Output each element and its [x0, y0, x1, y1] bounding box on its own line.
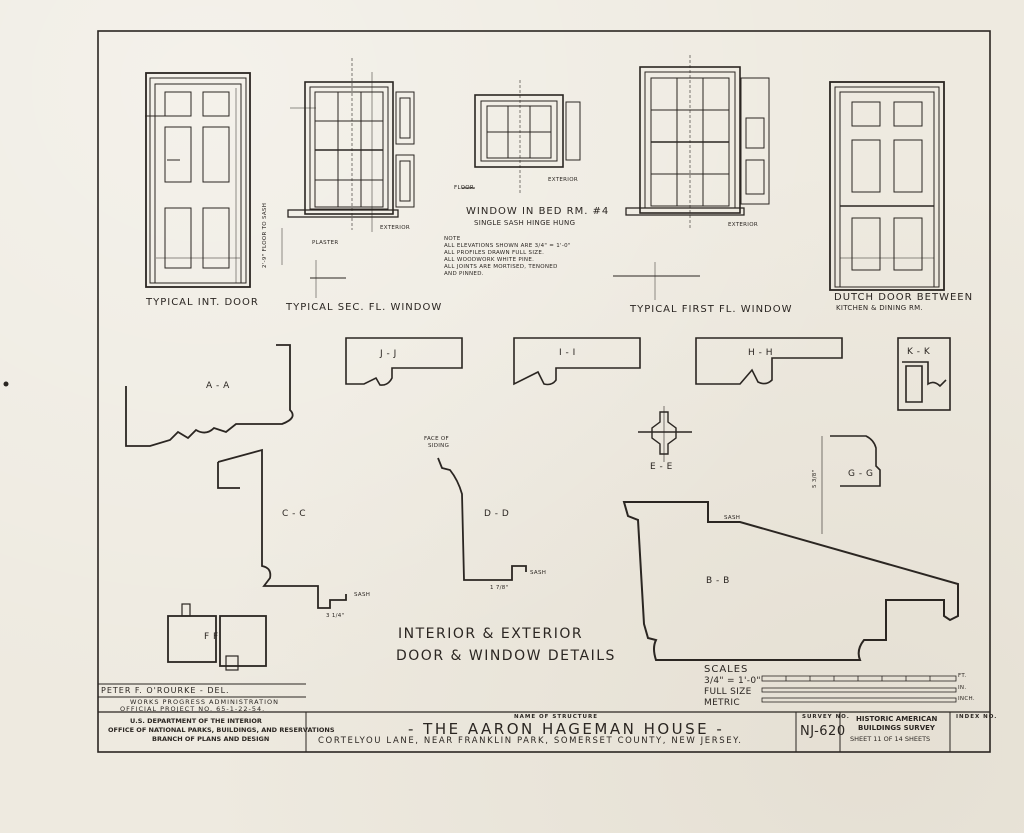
profile-k-k [897, 337, 951, 411]
notes-line: ALL JOINTS ARE MORTISED, TENONED [444, 264, 558, 270]
notes-line: ALL ELEVATIONS SHOWN ARE 3/4" = 1'-0" [444, 243, 571, 249]
window-bed-rm-4-elevation [462, 80, 581, 195]
profile-b-b [622, 501, 959, 661]
section-label-i-i: I - I [559, 348, 576, 358]
scale-label: FULL SIZE [704, 687, 752, 697]
sheet-border [97, 30, 991, 753]
scale-unit: IN. [958, 685, 967, 691]
annotation-siding: SIDING [428, 443, 450, 449]
annotation-dim: 5 3/8" [812, 469, 818, 488]
section-label-c-c: C - C [282, 509, 307, 519]
annotation-sash: SASH [530, 570, 547, 576]
profile-a-a [125, 344, 294, 447]
profile-g-g [821, 435, 881, 534]
caption-window-bed-rm-sub: SINGLE SASH HINGE HUNG [474, 219, 576, 227]
sheet-title-line1: INTERIOR & EXTERIOR [398, 626, 584, 642]
annotation-dim: 3 1/4" [326, 613, 345, 619]
section-label-b-b: B - B [706, 576, 730, 586]
structure-label: NAME OF STRUCTURE [514, 714, 599, 720]
scale-label: METRIC [704, 698, 740, 708]
typical-sec-fl-window-elevation [281, 58, 415, 298]
caption-dutch-door-line2: KITCHEN & DINING RM. [836, 304, 924, 312]
dutch-door-elevation [829, 81, 945, 291]
notes-line: ALL WOODWORK WHITE PINE. [444, 257, 535, 263]
annotation-plaster: PLASTER [312, 240, 339, 246]
survey-label: SURVEY NO. [802, 714, 850, 720]
dept-line1: U.S. DEPARTMENT OF THE INTERIOR [130, 717, 262, 725]
section-label-k-k: K - K [907, 347, 931, 357]
scale-unit: INCH. [958, 696, 975, 702]
delineator: PETER F. O'ROURKE - DEL. [101, 686, 230, 695]
caption-window-bed-rm: WINDOW IN BED RM. #4 [466, 206, 610, 217]
wpa-line1: WORKS PROGRESS ADMINISTRATION [130, 698, 279, 706]
dept-line3: BRANCH OF PLANS AND DESIGN [152, 735, 270, 743]
survey-number: NJ-620 [800, 724, 846, 739]
typical-first-fl-window-elevation [613, 55, 770, 300]
habs-line2: BUILDINGS SURVEY [858, 724, 935, 732]
annotation-face-of: FACE OF [424, 436, 449, 442]
annotation-dim: 1 7/8" [490, 585, 509, 591]
profile-h-h [695, 337, 843, 385]
notes-heading: NOTE [444, 236, 461, 242]
notes-block: NOTE ALL ELEVATIONS SHOWN ARE 3/4" = 1'-… [444, 236, 571, 278]
annotation-floor: FLOOR [454, 185, 475, 191]
section-label-d-d: D - D [484, 509, 510, 519]
section-label-h-h: H - H [748, 348, 774, 358]
annotation-floor-to-sash: 2'-9" FLOOR TO SASH [262, 202, 268, 268]
annotation-sash: SASH [354, 592, 371, 598]
annotation-exterior: EXTERIOR [548, 177, 578, 183]
profile-f-f [167, 603, 267, 671]
annotation-exterior: EXTERIOR [728, 222, 758, 228]
profile-i-i [513, 337, 641, 386]
section-label-a-a: A - A [206, 381, 230, 391]
scale-bars [761, 675, 957, 703]
notes-line: ALL PROFILES DRAWN FULL SIZE. [444, 250, 545, 256]
scale-unit: FT. [958, 673, 967, 679]
sheet-title-line2: DOOR & WINDOW DETAILS [396, 648, 616, 664]
sheet-number: SHEET 11 OF 14 SHEETS [850, 735, 931, 743]
profile-e-e [638, 406, 692, 462]
caption-typical-int-door: TYPICAL INT. DOOR [146, 297, 259, 308]
typical-int-door-elevation [145, 72, 251, 288]
habs-line1: HISTORIC AMERICAN [856, 715, 938, 723]
caption-typical-first-fl-window: TYPICAL FIRST FL. WINDOW [630, 304, 793, 315]
caption-typical-sec-fl-window: TYPICAL SEC. FL. WINDOW [286, 302, 443, 313]
scales-heading: SCALES [704, 664, 749, 675]
profile-c-c [217, 448, 347, 609]
wpa-line2: OFFICIAL PROJECT NO. 65-1-22-54. [120, 705, 266, 713]
annotation-sash: SASH [724, 515, 741, 521]
section-label-j-j: J - J [380, 349, 397, 359]
scale-label: 3/4" = 1'-0" [704, 676, 761, 686]
section-label-e-e: E - E [650, 462, 673, 472]
location: CORTELYOU LANE, NEAR FRANKLIN PARK, SOME… [318, 736, 743, 746]
notes-line: AND PINNED. [444, 271, 484, 277]
dept-line2: OFFICE OF NATIONAL PARKS, BUILDINGS, AND… [108, 726, 335, 734]
section-label-g-g: G - G [848, 469, 874, 479]
section-label-f-f: F F [204, 632, 219, 642]
structure-name: - THE AARON HAGEMAN HOUSE - [408, 720, 725, 738]
index-label: INDEX NO. [956, 714, 998, 720]
profile-j-j [345, 337, 463, 386]
annotation-exterior: EXTERIOR [380, 225, 410, 231]
profile-d-d [437, 457, 527, 581]
caption-dutch-door-line1: DUTCH DOOR BETWEEN [834, 292, 974, 303]
